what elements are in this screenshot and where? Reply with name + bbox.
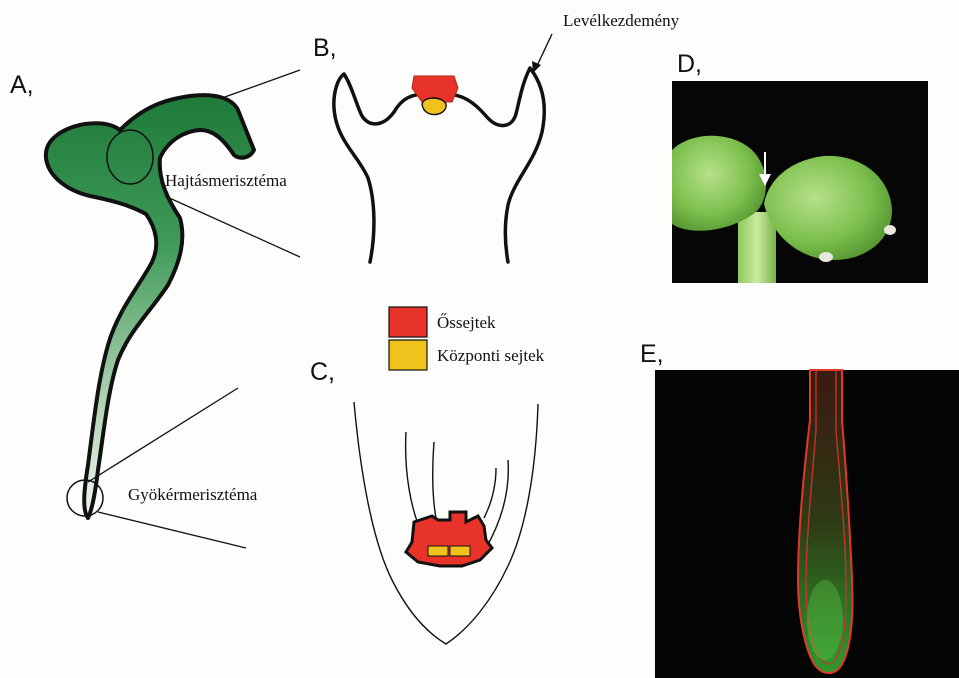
root-vascular-line-left: [433, 442, 436, 518]
root-photo-meristem-glow: [807, 580, 843, 660]
panel-c-letter: C,: [310, 358, 335, 386]
shoot-meristem-label: Hajtásmerisztéma: [165, 171, 287, 190]
seedling-photo-stem: [738, 212, 776, 283]
panel-a-letter: A,: [10, 71, 34, 99]
primordium-arrow-head: [532, 61, 541, 73]
root-zoom-line-top: [88, 388, 238, 482]
shoot-zoom-line-bottom: [165, 196, 300, 257]
root-zoom-line-bottom: [98, 512, 246, 548]
leaf-primordium-label: Levélkezdemény: [563, 11, 680, 30]
legend-swatch-central-cells: [389, 340, 427, 370]
seedling-shape: [46, 95, 254, 518]
panel-b: B, Levélkezdemény: [313, 11, 680, 262]
root-meristem-label: Gyökérmerisztéma: [128, 485, 258, 504]
legend-label-central-cells: Központi sejtek: [437, 346, 545, 365]
panel-d-letter: D,: [677, 50, 702, 78]
root-central-cell-right: [450, 546, 470, 556]
seedling-photo-tip-left: [819, 252, 833, 262]
panel-b-letter: B,: [313, 34, 337, 62]
legend-label-stem-cells: Őssejtek: [437, 313, 496, 332]
root-stem-cells: [406, 512, 492, 566]
seedling-photo-tip-right: [884, 225, 896, 235]
root-vascular-line-right: [484, 468, 496, 518]
shoot-zoom-line-top: [222, 70, 300, 98]
panel-a: A, Hajtásmerisztéma Gyökérmerisztéma: [10, 70, 300, 548]
legend-swatch-stem-cells: [389, 307, 427, 337]
root-central-cell-left: [428, 546, 448, 556]
shoot-central-cells: [422, 98, 446, 115]
panel-d: D,: [672, 50, 928, 283]
panel-e-letter: E,: [640, 340, 664, 368]
panel-c: C,: [310, 358, 538, 644]
primordium-arrow-line: [536, 34, 552, 68]
legend: Őssejtek Központi sejtek: [389, 307, 545, 370]
panel-e: E,: [640, 340, 959, 678]
